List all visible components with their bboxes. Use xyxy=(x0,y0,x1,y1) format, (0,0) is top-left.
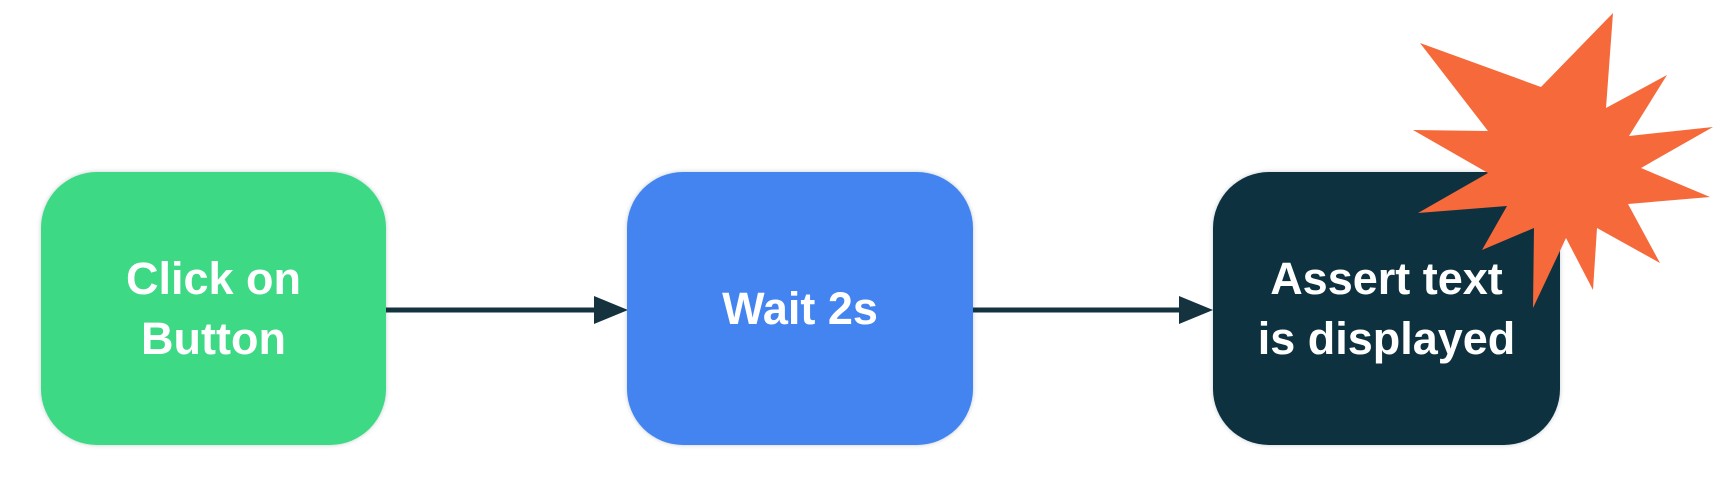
step-node-assert-text: Assert text is displayed xyxy=(1213,172,1560,445)
step-label: Click on Button xyxy=(125,252,302,364)
arrow-click-to-wait xyxy=(386,296,628,324)
step-node-click-on-button: Click on Button xyxy=(41,172,386,445)
step-label: Wait 2s xyxy=(722,282,878,334)
step-label: Assert text is displayed xyxy=(1257,252,1516,364)
step-node-wait-2s: Wait 2s xyxy=(627,172,973,445)
arrow-wait-to-assert xyxy=(973,296,1213,324)
